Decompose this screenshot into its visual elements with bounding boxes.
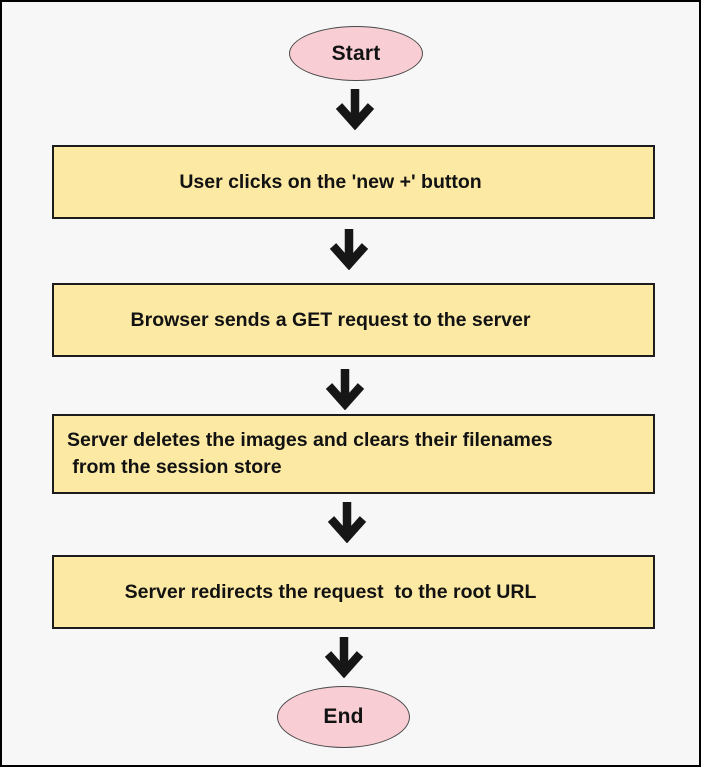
down-arrow-icon <box>322 634 366 678</box>
down-arrow-icon <box>323 366 367 410</box>
node-label-step-1: User clicks on the 'new +' button <box>179 170 482 193</box>
flowchart-node-end: End <box>277 686 410 748</box>
node-label-step-3: Server deletes the images and clears the… <box>67 429 553 478</box>
node-label-step-4: Server redirects the request to the root… <box>124 580 537 603</box>
node-label-step-2: Browser sends a GET request to the serve… <box>130 308 531 331</box>
flowchart-node-step-2: Browser sends a GET request to the serve… <box>52 283 655 357</box>
down-arrow-icon <box>327 226 371 270</box>
node-label-end: End <box>323 705 364 728</box>
flowchart-node-start: Start <box>289 26 423 81</box>
flowchart-node-step-1: User clicks on the 'new +' button <box>52 145 655 219</box>
down-arrow-icon <box>325 499 369 543</box>
flowchart-node-step-3: Server deletes the images and clears the… <box>52 414 655 494</box>
flowchart-node-step-4: Server redirects the request to the root… <box>52 555 655 629</box>
down-arrow-icon <box>333 86 377 130</box>
node-label-start: Start <box>331 41 381 65</box>
